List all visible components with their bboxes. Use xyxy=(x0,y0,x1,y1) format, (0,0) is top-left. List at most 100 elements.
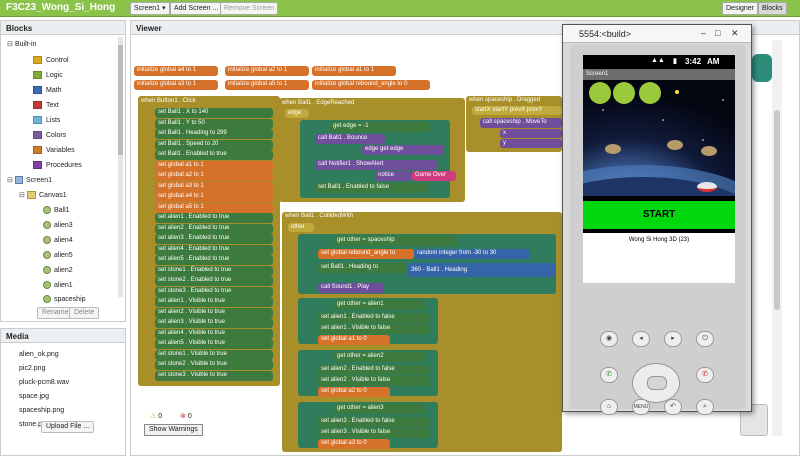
media-file[interactable]: spaceship.png xyxy=(19,407,65,414)
alien1-disable[interactable]: set alien1 . Enabled to false xyxy=(318,313,430,323)
alien-sprite[interactable] xyxy=(589,82,611,104)
alien2-hide[interactable]: set alien2 . Visible to false xyxy=(318,376,430,386)
category-control[interactable]: Control xyxy=(33,55,69,67)
blocks-button[interactable]: Blocks xyxy=(758,2,787,15)
designer-button[interactable]: Designer xyxy=(722,2,759,15)
set-ball-heading[interactable]: set Ball1 . Heading to xyxy=(318,263,406,273)
set-block-row[interactable]: set stone3 . Enabled to true xyxy=(155,286,273,297)
game-canvas[interactable] xyxy=(583,80,735,196)
stone-sprite[interactable] xyxy=(701,146,717,156)
set-block-row[interactable]: set Ball1 . Enabled to true xyxy=(155,150,273,160)
set-block-row[interactable]: set stone2 . Enabled to true xyxy=(155,276,273,286)
component-alien3[interactable]: alien3 xyxy=(43,220,73,232)
set-block-row[interactable]: set global a4 to 1 xyxy=(155,192,273,202)
category-text[interactable]: Text xyxy=(33,100,59,112)
set-block-row[interactable]: set alien4 . Enabled to true xyxy=(155,244,273,255)
component-alien5[interactable]: alien5 xyxy=(43,250,73,262)
stone-sprite[interactable] xyxy=(605,144,621,154)
component-spaceship[interactable]: spaceship xyxy=(43,294,86,306)
stone-sprite[interactable] xyxy=(667,140,683,150)
dpad-center[interactable] xyxy=(647,376,667,390)
init-global-a1[interactable]: initialize global a1 to 1 xyxy=(312,66,396,76)
alien3-disable[interactable]: set alien3 . Enabled to false xyxy=(318,417,430,427)
collapse-icon[interactable]: ⊟ xyxy=(19,192,25,199)
other-param[interactable]: other xyxy=(288,223,314,232)
move-to-call[interactable]: call spaceship . MoveTo xyxy=(480,118,562,128)
alien2-disable[interactable]: set alien2 . Enabled to false xyxy=(318,365,430,375)
set-global-a3[interactable]: set global a3 to 0 xyxy=(318,439,390,449)
heading-expression[interactable]: 360 - Ball1 . Heading xyxy=(408,263,556,277)
volume-up-icon[interactable]: ▸ xyxy=(664,331,682,347)
set-block-row[interactable]: set alien2 . Visible to true xyxy=(155,307,273,318)
maximize-icon[interactable]: □ xyxy=(715,28,721,38)
alien-sprite[interactable] xyxy=(639,82,661,104)
set-block-row[interactable]: set global a5 to 1 xyxy=(155,202,273,213)
canvas1-node[interactable]: ⊟Canvas1 xyxy=(19,190,67,202)
set-global-a2[interactable]: set global a2 to 0 xyxy=(318,387,390,397)
delete-button[interactable]: Delete xyxy=(69,307,100,319)
set-block-row[interactable]: set alien3 . Visible to true xyxy=(155,318,273,328)
media-file[interactable]: pluck-pcm8.wav xyxy=(19,379,70,386)
menu-button[interactable]: MENU xyxy=(632,399,650,415)
set-block-row[interactable]: set Ball1 . X to 140 xyxy=(155,108,273,118)
close-icon[interactable]: ✕ xyxy=(731,28,739,38)
show-warnings-button[interactable]: Show Warnings xyxy=(144,424,203,436)
if-spaceship-cond[interactable]: get other = spaceship xyxy=(334,236,458,246)
search-icon[interactable]: ⌕ xyxy=(696,399,714,415)
category-lists[interactable]: Lists xyxy=(33,115,60,127)
upload-file-button[interactable]: Upload File ... xyxy=(41,421,95,433)
call-icon[interactable]: ✆ xyxy=(600,367,618,383)
media-file[interactable]: space.jpg xyxy=(19,393,49,400)
edge-param[interactable]: edge xyxy=(285,109,309,118)
set-block-row[interactable]: set Ball1 . Y to 50 xyxy=(155,118,273,129)
component-alien1[interactable]: alien1 xyxy=(43,280,73,292)
media-file[interactable]: pic2.png xyxy=(19,365,46,372)
media-file[interactable]: alien_ok.png xyxy=(19,351,59,358)
category-colors[interactable]: Colors xyxy=(33,130,66,142)
minimize-icon[interactable]: – xyxy=(701,28,707,38)
set-block-row[interactable]: set global a1 to 1 xyxy=(155,160,273,171)
volume-down-icon[interactable]: ◂ xyxy=(632,331,650,347)
set-block-row[interactable]: set Ball1 . Heading to 299 xyxy=(155,129,273,139)
init-global-a3[interactable]: initialize global a3 to 1 xyxy=(134,80,218,90)
screen-selector[interactable]: Screen1 ▾ xyxy=(130,2,170,15)
ball-sprite[interactable] xyxy=(675,90,679,94)
edge-condition[interactable]: get edge = -1 xyxy=(330,122,430,132)
init-global-a4[interactable]: initialize global a4 to 1 xyxy=(134,66,218,76)
set-block-row[interactable]: set stone2 . Visible to true xyxy=(155,360,273,370)
set-block-row[interactable]: set alien1 . Visible to true xyxy=(155,297,273,307)
set-block-row[interactable]: set alien1 . Enabled to true xyxy=(155,213,273,223)
camera-icon[interactable]: ◉ xyxy=(600,331,618,347)
if-alien3-cond[interactable]: get other = alien3 xyxy=(334,404,426,414)
dragged-params[interactable]: startX startY prevX prevY xyxy=(472,106,562,115)
add-screen-button[interactable]: Add Screen ... xyxy=(170,2,223,15)
set-block-row[interactable]: set alien3 . Enabled to true xyxy=(155,234,273,244)
category-procedures[interactable]: Procedures xyxy=(33,160,82,172)
random-integer[interactable]: random integer from -30 to 30 xyxy=(414,249,530,259)
home-icon[interactable]: ⌂ xyxy=(600,399,618,415)
set-block-row[interactable]: set alien5 . Enabled to true xyxy=(155,255,273,265)
init-global-a5[interactable]: initialize global a5 to 1 xyxy=(225,80,309,90)
component-ball1[interactable]: Ball1 xyxy=(43,205,70,217)
set-block-row[interactable]: set alien4 . Visible to true xyxy=(155,328,273,339)
viewer-scrollbar[interactable] xyxy=(772,40,782,436)
set-block-row[interactable]: set alien2 . Enabled to true xyxy=(155,223,273,234)
component-alien2[interactable]: alien2 xyxy=(43,265,73,277)
rename-button[interactable]: Rename xyxy=(37,307,74,319)
if-alien1-cond[interactable]: get other = alien1 xyxy=(334,300,426,310)
alien3-hide[interactable]: set alien3 . Visible to false xyxy=(318,428,430,438)
set-block-row[interactable]: set stone1 . Enabled to true xyxy=(155,265,273,276)
remove-screen-button[interactable]: Remove Screen xyxy=(220,2,279,15)
dpad[interactable] xyxy=(632,363,680,403)
set-global-a1[interactable]: set global a1 to 0 xyxy=(318,335,390,345)
alien1-hide[interactable]: set alien1 . Visible to false xyxy=(318,324,430,334)
set-block-row[interactable]: set stone3 . Visible to true xyxy=(155,370,273,381)
set-block-row[interactable]: set stone1 . Visible to true xyxy=(155,349,273,360)
init-global-rebound-angle[interactable]: initialize global rebound_angle to 0 xyxy=(312,80,430,90)
media-file[interactable]: stone.png xyxy=(19,421,50,428)
power-icon[interactable]: ⏻ xyxy=(696,331,714,347)
category-math[interactable]: Math xyxy=(33,85,62,97)
viewer-scrollbar-thumb[interactable] xyxy=(774,110,780,310)
end-call-icon[interactable]: ✆ xyxy=(696,367,714,383)
ball-bounce-call[interactable]: call Ball1 . Bounce xyxy=(315,134,385,144)
